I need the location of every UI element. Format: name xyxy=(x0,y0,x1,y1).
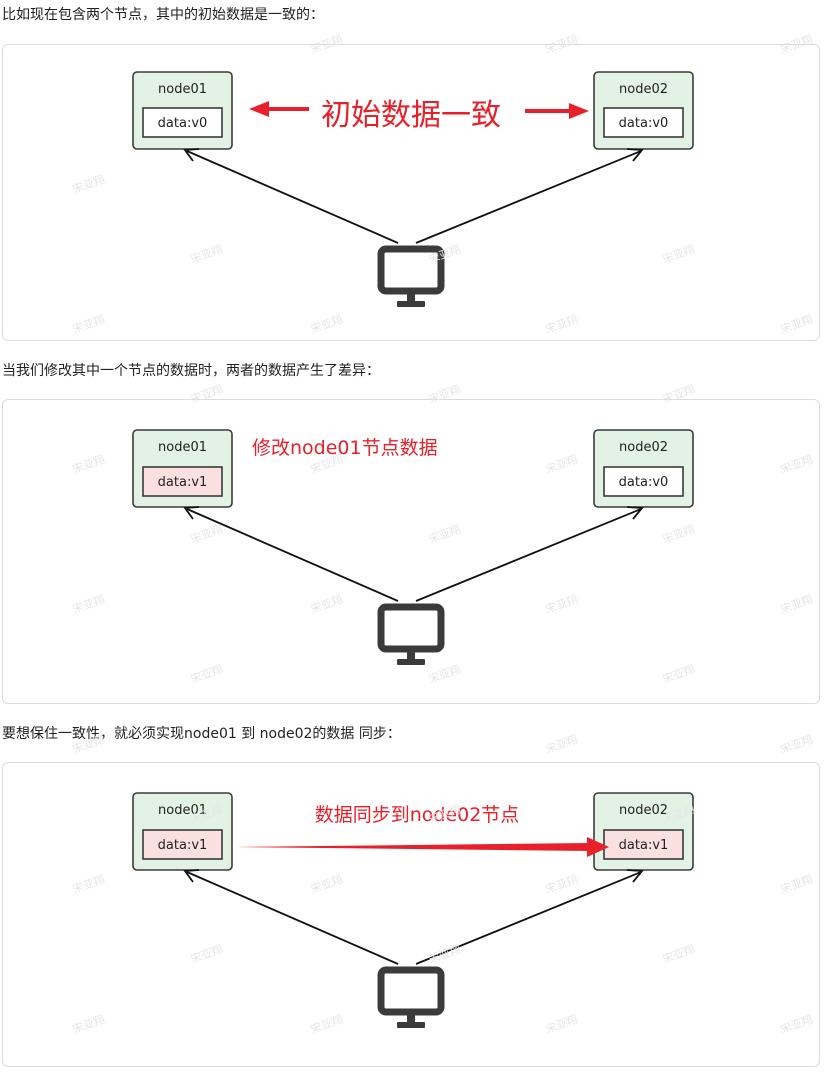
node01-label: node01 xyxy=(158,440,207,455)
caption-sync: 要想保住一致性，就必须实现node01 到 node02的数据 同步： xyxy=(2,726,401,742)
node01-data-label: data:v1 xyxy=(158,838,208,853)
client-to-node01-arrow xyxy=(186,508,399,602)
node02-label: node02 xyxy=(619,803,668,818)
annotation-sync: 数据同步到node02节点 xyxy=(315,804,520,826)
watermark: 宋亚翔 xyxy=(543,732,580,757)
node02-label: node02 xyxy=(619,82,668,97)
node01-data-label: data:v0 xyxy=(158,116,208,131)
node02-label: node02 xyxy=(619,440,668,455)
diagram-initial-svg: node01 data:v0 node02 data:v0 初始数据一致 xyxy=(132,71,694,307)
monitor-icon xyxy=(377,603,445,665)
node01-box: node01 data:v1 xyxy=(132,792,233,871)
client-to-node02-arrow xyxy=(415,508,642,602)
arrowhead-node01 xyxy=(249,101,269,117)
caption-initial: 比如现在包含两个节点，其中的初始数据是一致的： xyxy=(2,7,324,23)
client-to-node02-arrowhead xyxy=(626,869,644,883)
client-to-node01-arrow xyxy=(186,871,399,965)
node01-label: node01 xyxy=(158,803,207,818)
node02-data-label: data:v0 xyxy=(619,116,669,131)
monitor-icon xyxy=(377,966,445,1028)
diagram-panel-sync: node01 data:v1 node02 data:v1 数据同步到node0… xyxy=(2,762,820,1067)
node02-data-box xyxy=(603,829,684,860)
diagram-panel-modify: node01 data:v1 node02 data:v0 修改node01节点… xyxy=(2,399,820,704)
diagram-sync-svg: node01 data:v1 node02 data:v1 数据同步到node0… xyxy=(132,792,694,1028)
node02-data-box xyxy=(603,107,684,138)
node02-box: node02 data:v0 xyxy=(593,71,694,150)
client-to-node02-arrowhead xyxy=(626,148,644,162)
node02-box: node02 data:v0 xyxy=(593,429,694,508)
node02-data-box xyxy=(603,466,684,497)
diagram-modify-svg: node01 data:v1 node02 data:v0 修改node01节点… xyxy=(132,429,694,665)
sync-arrowhead xyxy=(587,837,609,857)
client-to-node01-arrowhead xyxy=(183,506,200,520)
node02-data-label: data:v1 xyxy=(619,838,669,853)
annotation-modify: 修改node01节点数据 xyxy=(252,437,438,459)
node01-data-label: data:v1 xyxy=(158,475,208,490)
client-to-node02-arrow xyxy=(415,150,642,244)
diagram-panel-initial: node01 data:v0 node02 data:v0 初始数据一致 xyxy=(2,44,820,341)
node01-box: node01 data:v0 xyxy=(132,71,233,150)
client-to-node02-arrow xyxy=(415,871,642,965)
monitor-icon xyxy=(377,245,445,307)
node02-box: node02 data:v1 xyxy=(593,792,694,871)
client-to-node01-arrowhead xyxy=(183,869,200,883)
node01-data-box xyxy=(142,466,223,497)
client-to-node02-arrowhead xyxy=(626,506,644,520)
node01-data-box xyxy=(142,829,223,860)
client-to-node01-arrowhead xyxy=(183,148,200,162)
node02-data-label: data:v0 xyxy=(619,475,669,490)
client-to-node01-arrow xyxy=(186,150,399,244)
caption-modify: 当我们修改其中一个节点的数据时，两者的数据产生了差异： xyxy=(2,363,380,379)
node01-box: node01 data:v1 xyxy=(132,429,233,508)
node01-label: node01 xyxy=(158,82,207,97)
watermark: 宋亚翔 xyxy=(778,732,815,757)
sync-arrow-shaft xyxy=(235,843,591,851)
node01-data-box xyxy=(142,107,223,138)
annotation-initial: 初始数据一致 xyxy=(321,98,501,133)
arrowhead-node02 xyxy=(569,103,589,119)
